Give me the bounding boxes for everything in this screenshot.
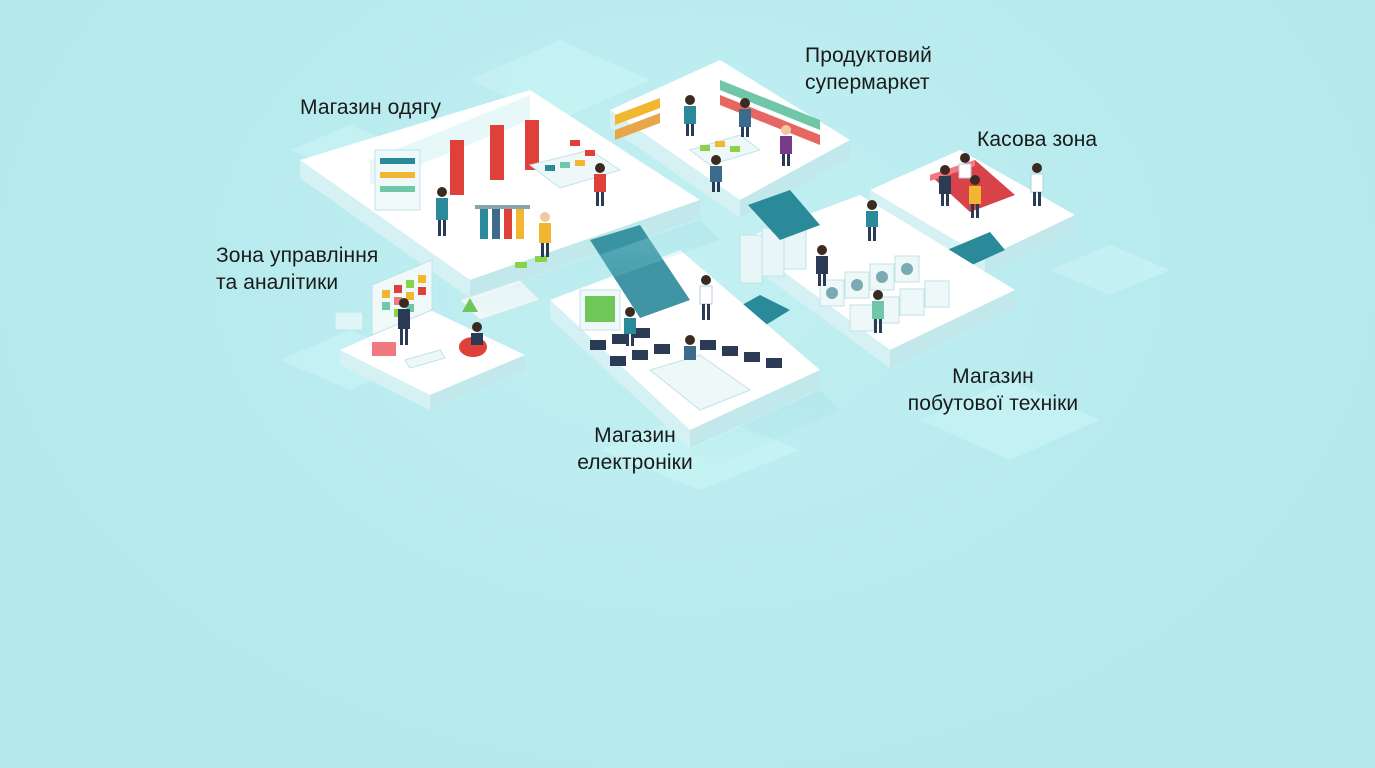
management-zone-platform [334,259,525,410]
shopper-figure [684,335,696,360]
shopper-figure [866,200,878,241]
escalator [590,225,690,318]
shopper-figure [872,290,884,333]
shopper-figure [710,155,722,192]
refrigerator [739,234,763,284]
analyst-figure [398,298,410,345]
label-appliance-store: Магазин побутової техніки [907,365,1079,415]
electronics-store-platform [550,225,820,448]
shopper-figure [436,187,448,236]
shopper-figure [969,175,981,218]
label-clothing-store: Магазин одягу [300,96,442,119]
shopper-figure [684,95,696,136]
seated-figure [471,322,483,345]
shopper-figure [939,165,951,206]
escalator [748,190,820,240]
tv-displays [590,328,782,368]
changing-room-curtain [490,125,504,180]
shopper-figure [739,98,751,137]
label-checkout-zone: Касова зона [977,128,1098,151]
shopper-figure [594,163,606,206]
plant [462,298,478,312]
shopper-figure [816,245,828,286]
shopper-figure [624,307,636,346]
shopper-figure [780,125,792,166]
cashier-figure [958,153,972,179]
changing-room-curtain [525,120,539,170]
changing-room-curtain [450,140,464,195]
shopper-figure [1030,163,1044,206]
shopper-figure [699,275,713,320]
clothing-store-platform [300,90,700,321]
label-management-zone: Зона управління та аналітики [216,244,379,294]
shopper-figure [539,212,551,257]
label-electronics-store: Магазин електроніки [577,424,693,474]
label-grocery-supermarket: Продуктовий супермаркет [805,44,932,94]
